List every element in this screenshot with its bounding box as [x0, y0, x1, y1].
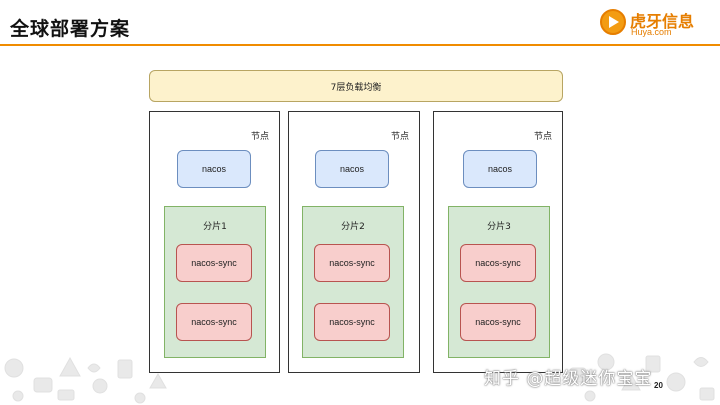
huya-logo: 虎牙信息 Huya.com: [600, 6, 712, 40]
title-divider: [0, 44, 720, 46]
node-box-2: 节点 nacos 分片2 nacos-sync nacos-sync: [288, 111, 420, 373]
logo-name: 虎牙信息: [630, 12, 695, 31]
shard-box-3: 分片3 nacos-sync nacos-sync: [448, 206, 550, 358]
shard-box-1: 分片1 nacos-sync nacos-sync: [164, 206, 266, 358]
nacos-box: nacos: [315, 150, 389, 188]
slide-title: 全球部署方案: [10, 18, 131, 40]
logo-mark-icon: [600, 9, 626, 35]
shard-label: 分片1: [203, 222, 227, 232]
shard-box-2: 分片2 nacos-sync nacos-sync: [302, 206, 404, 358]
nacos-sync-box: nacos-sync: [314, 303, 390, 341]
load-balancer-box: 7层负载均衡: [149, 70, 563, 102]
shard-label: 分片3: [487, 222, 511, 232]
nacos-sync-box: nacos-sync: [176, 303, 252, 341]
node-box-3: 节点 nacos 分片3 nacos-sync nacos-sync: [433, 111, 563, 373]
node-label: 节点: [390, 132, 409, 142]
nacos-box: nacos: [463, 150, 537, 188]
node-label: 节点: [250, 132, 269, 142]
nacos-sync-box: nacos-sync: [460, 244, 536, 282]
shard-label: 分片2: [341, 222, 365, 232]
watermark: 知乎 @超级迷你宝宝: [484, 369, 653, 389]
node-label: 节点: [533, 132, 552, 142]
decorative-icon-band: [4, 353, 715, 404]
nacos-sync-box: nacos-sync: [176, 244, 252, 282]
nacos-box: nacos: [177, 150, 251, 188]
nacos-sync-box: nacos-sync: [460, 303, 536, 341]
node-box-1: 节点 nacos 分片1 nacos-sync nacos-sync: [149, 111, 280, 373]
nacos-sync-box: nacos-sync: [314, 244, 390, 282]
logo-url: Huya.com: [631, 27, 672, 37]
page-number: 20: [654, 381, 663, 390]
